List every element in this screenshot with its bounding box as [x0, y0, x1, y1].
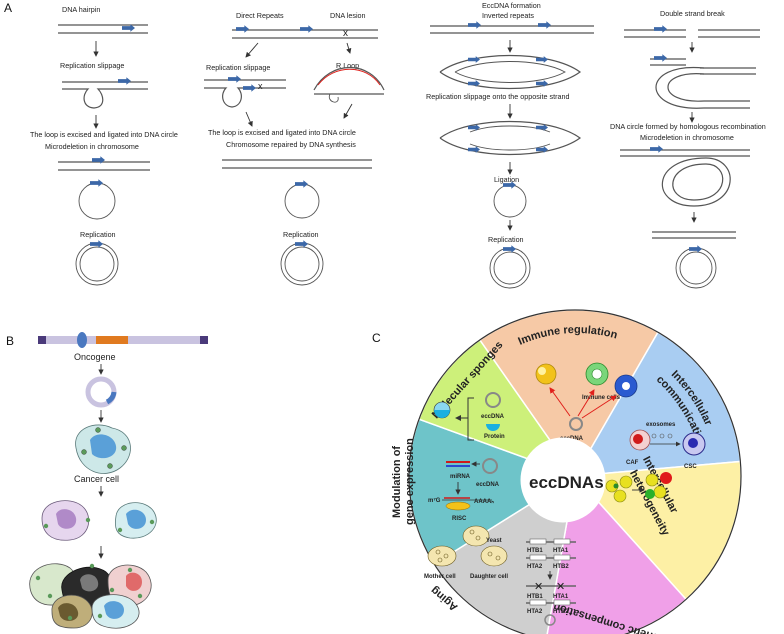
mechanism-inverted-repeats: EccDNA formation Inverted repeats Replic… — [426, 1, 594, 289]
mechanism-hairpin: DNA hairpin Replication slippage The loo… — [30, 5, 178, 286]
label-replication-2: Replication — [283, 230, 319, 239]
label-loop-excised: The loop is excised and ligated into DNA… — [30, 130, 178, 139]
label-hta2: HTA2 — [527, 564, 543, 570]
label-risc: RISC — [452, 516, 467, 522]
svg-text:✕: ✕ — [534, 581, 543, 593]
label-m7g: m⁷G — [428, 498, 441, 504]
label-replication-3: Replication — [488, 235, 524, 244]
panel-c-label: C — [372, 331, 381, 345]
label-caf: CAF — [626, 460, 639, 466]
label-protein: Protein — [484, 434, 505, 440]
label-csc: CSC — [684, 464, 697, 470]
label-htb2-b: HTB2 — [553, 609, 569, 615]
label-hta1: HTA1 — [553, 548, 569, 554]
histone-genes: HTB1 HTA1 HTA2 HTB2 ✕ ✕ HTB1 HTA1 HTA2 H… — [526, 538, 576, 626]
label-replication: Replication — [80, 230, 116, 239]
label-chromosome-repaired: Chromosome repaired by DNA synthesis — [226, 140, 356, 149]
label-immune-cells: Immune cells — [582, 395, 621, 401]
label-inverted-repeats: Inverted repeats — [482, 11, 534, 20]
svg-text:x: x — [258, 81, 263, 91]
label-aaaa: AAAAₙ — [474, 499, 494, 505]
label-replication-slippage: Replication slippage — [60, 61, 124, 70]
label-htb2: HTB2 — [553, 564, 569, 570]
label-daughter-cell: Daughter cell — [470, 574, 508, 580]
label-exosomes: exosomes — [646, 422, 676, 428]
label-eccdna-formation: EccDNA formation — [482, 1, 541, 10]
label-r-loop: R Loop — [336, 61, 359, 70]
mechanism-double-strand-break: Double strand break DNA circle formed by… — [610, 9, 766, 289]
label-microdeletion-2: Microdeletion in chromosome — [640, 133, 734, 142]
panel-b-label: B — [6, 334, 14, 348]
sector-modulation-2: gene expression — [404, 438, 416, 525]
label-mirna: miRNA — [450, 474, 471, 480]
oncogene-amplification: Oncogene Cancer cell — [29, 332, 208, 629]
eccdna-function-wheel: Immune regulation Intercellular communic… — [391, 309, 742, 634]
panel-a-label: A — [4, 1, 12, 15]
label-direct-repeats: Direct Repeats — [236, 11, 284, 20]
label-eccdna-mod: eccDNA — [476, 482, 500, 488]
label-microdeletion: Microdeletion in chromosome — [45, 142, 139, 151]
label-eccdna-sponge: eccDNA — [481, 414, 505, 420]
label-replication-opposite: Replication slippage onto the opposite s… — [426, 92, 569, 101]
label-loop-excised-2: The loop is excised and ligated into DNA… — [208, 128, 356, 137]
label-mother-cell: Mother cell — [424, 574, 456, 580]
label-replication-slippage-2: Replication slippage — [206, 63, 270, 72]
mechanism-direct-repeats: Direct Repeats DNA lesion x Replication … — [204, 11, 385, 286]
label-htb1: HTB1 — [527, 548, 543, 554]
wheel-center-label: eccDNAs — [529, 473, 604, 492]
sector-modulation-1: Modulation of — [391, 446, 403, 518]
svg-text:x: x — [343, 28, 348, 39]
label-oncogene: Oncogene — [74, 352, 116, 362]
label-hta1-b: HTA1 — [553, 594, 569, 600]
label-htb1-b: HTB1 — [527, 594, 543, 600]
label-dna-hairpin: DNA hairpin — [62, 5, 100, 14]
label-dna-lesion: DNA lesion — [330, 11, 366, 20]
label-ligation: Ligation — [494, 175, 519, 184]
svg-text:✕: ✕ — [556, 581, 565, 593]
label-hta2-b: HTA2 — [527, 609, 543, 615]
label-dna-circle-formed: DNA circle formed by homologous recombin… — [610, 122, 766, 131]
label-yeast: Yeast — [486, 538, 502, 544]
label-cancer-cell: Cancer cell — [74, 474, 119, 484]
label-double-strand-break: Double strand break — [660, 9, 725, 18]
